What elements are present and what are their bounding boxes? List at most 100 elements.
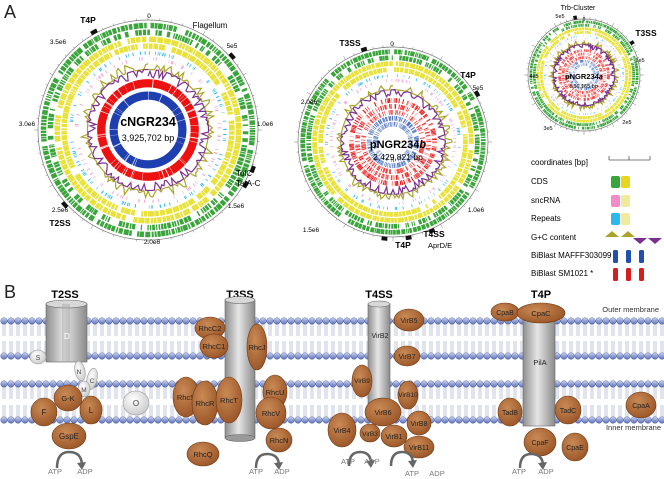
map3-name-main: pNGR234 (565, 72, 600, 81)
t2ss-atp-arrowhead (77, 462, 86, 470)
map1-tick-5e5: 5e5 (227, 43, 238, 50)
map1-tick-1.0e6: 1.0e6 (257, 121, 274, 128)
t4ss-virb6-shape (364, 397, 402, 427)
t2ss-atp-arrow (55, 450, 84, 469)
t4ss-protein-virb7: VirB7 (399, 354, 416, 361)
t4ss-atp-label-2: ATP (405, 469, 419, 478)
t3ss-protein-rhcu: RhcU (266, 388, 285, 397)
t4ss-virb8-shape (406, 410, 432, 436)
legend-sncrna-label: sncRNA (531, 196, 561, 205)
t4p-protein-cpae: CpaE (566, 445, 584, 452)
t4ss-virb1-shape (380, 424, 408, 448)
t4p-atp-arrow (518, 452, 545, 469)
map3-tick-4e5: 4e5 (529, 74, 538, 80)
map3-feature-trb: Trb-Cluster (561, 5, 596, 12)
map2-tick-1.0e6: 1.0e6 (468, 207, 485, 214)
t2ss-protein-f: F (42, 408, 47, 417)
outer-membrane-tails (2, 324, 664, 353)
map2-name: pNGR234b (370, 139, 427, 151)
map3-tick-5e5: 5e5 (555, 14, 564, 20)
t2ss-s-shape (29, 349, 47, 365)
t4ss-virb11-shape (403, 435, 435, 459)
t3ss-system: T3SS RhcC2 RhcC1 RhcJ RhcS RhcR RhcT Rhc… (172, 289, 293, 476)
outer-membrane (0, 317, 664, 360)
map1-feature-tata: TatA-C (236, 179, 261, 188)
map1-feature-flagellum: Flagellum (193, 21, 228, 30)
t4ss-virb9-shape (351, 364, 373, 398)
t2ss-protein-c: C (90, 378, 95, 385)
t4ss-protein-virb6: VirB6 (375, 410, 392, 417)
t4p-protein-cpaf: CpaF (531, 440, 548, 447)
legend-repeats-label: Repeats (531, 214, 561, 223)
t3ss-atp-arrowhead (274, 462, 283, 470)
t2ss-gk-shape (53, 384, 83, 412)
t2ss-protein-gspe: GspE (59, 432, 79, 441)
legend-repeats-swatch (611, 213, 630, 225)
t4ss-system: T4SS VirB5 VirB2 VirB7 VirB9 VirB10 VirB… (327, 289, 445, 478)
t4p-adp-label: ADP (538, 467, 553, 476)
t4p-cpac-shape (516, 302, 566, 324)
map2-name-suffix: b (419, 139, 426, 151)
t4p-protein-pila: PilA (533, 358, 546, 367)
t3ss-rhcv-shape (255, 396, 287, 430)
map1-tick-3.5e6: 3.5e6 (50, 39, 67, 46)
map1-tick-1.5e6: 1.5e6 (228, 203, 245, 210)
legend-maff-swatch (613, 250, 644, 263)
t3ss-protein-rhcs: RhcS (177, 393, 195, 402)
t2ss-f-shape (30, 397, 58, 427)
map2-name-main: pNGR234 (370, 139, 420, 151)
t4ss-protein-virb2: VirB2 (372, 333, 389, 340)
t4p-cpae-shape (561, 432, 589, 462)
t4ss-virb3-shape (359, 423, 381, 443)
legend: coordinates [bp] CDS sncRNA Repeats G+C … (531, 156, 662, 281)
t4p-cpaa-shape (625, 391, 657, 419)
map3-tick-3e5: 3e5 (543, 126, 552, 132)
t4p-tadb-shape (497, 397, 523, 427)
t3ss-protein-rhcr: RhcR (196, 399, 215, 408)
t2ss-protein-n: N (77, 369, 82, 376)
panel-b-label: B (4, 282, 16, 302)
outer-membrane-heads (0, 317, 664, 360)
t2ss-protein-l: L (89, 406, 94, 415)
t4p-protein-cpab: CpaB (496, 310, 514, 317)
t4p-protein-cpaa: CpaA (632, 403, 650, 410)
map1-tick-2.0e6: 2.0e6 (144, 239, 161, 246)
t3ss-protein-rhct: RhcT (220, 396, 238, 405)
map1-rings (34, 16, 262, 244)
t4ss-title: T4SS (365, 289, 393, 301)
t4ss-virb10-shape (397, 380, 419, 410)
map3-size: 536,165 bp (570, 84, 598, 90)
t4p-atp-label: ATP (512, 467, 526, 476)
chromosome-map-pngr234b: 0 5e5 1.0e6 1.5e6 2.0e6 T3SS T4P T4SS Ap… (294, 38, 492, 250)
t4p-tadc-shape (554, 395, 582, 425)
t2ss-gspe-shape (51, 422, 87, 450)
legend-cds-label: CDS (531, 177, 548, 186)
t2ss-system: T2SS D S N C M G-K F L GspE O ATP ADP (29, 289, 150, 476)
outer-membrane-label: Outer membrane (602, 305, 659, 314)
map2-feature-t3ss: T3SS (339, 38, 361, 48)
t2ss-protein-gk: G-K (61, 394, 74, 403)
t4p-protein-tadc: TadC (560, 408, 576, 415)
t4p-protein-cpac: CpaC (531, 309, 551, 318)
map3-name-suffix: a (599, 72, 603, 81)
map1-feature-t2ss: T2SS (49, 218, 71, 228)
t2ss-atp-label: ATP (48, 467, 62, 476)
t3ss-protein-rhcv: RhcV (262, 409, 280, 418)
t2ss-protein-d: D (64, 331, 70, 341)
map2-size: 2,429,821 bp (373, 152, 423, 162)
t2ss-protein-s: S (36, 355, 41, 362)
t4ss-protein-virb3: VirB3 (362, 431, 378, 438)
map2-feature-t4p-2: T4P (395, 240, 411, 250)
legend-sncrna-swatch (611, 195, 630, 207)
t4p-atp-arrowhead (538, 462, 547, 470)
t4ss-protein-virb9: VirB9 (354, 378, 370, 385)
t2ss-protein-o: O (133, 399, 139, 408)
map1-size: 3,925,702 bp (122, 133, 175, 143)
legend-sm1021-swatch (613, 268, 644, 281)
map3-tick-0: 0 (583, 17, 586, 23)
legend-coordinates-label: coordinates [bp] (531, 158, 588, 167)
t4ss-atp-arrowhead-2 (408, 460, 417, 468)
legend-sm1021-label: BiBlast SM1021 * (531, 269, 593, 278)
t4ss-protein-virb4: VirB4 (334, 428, 351, 435)
